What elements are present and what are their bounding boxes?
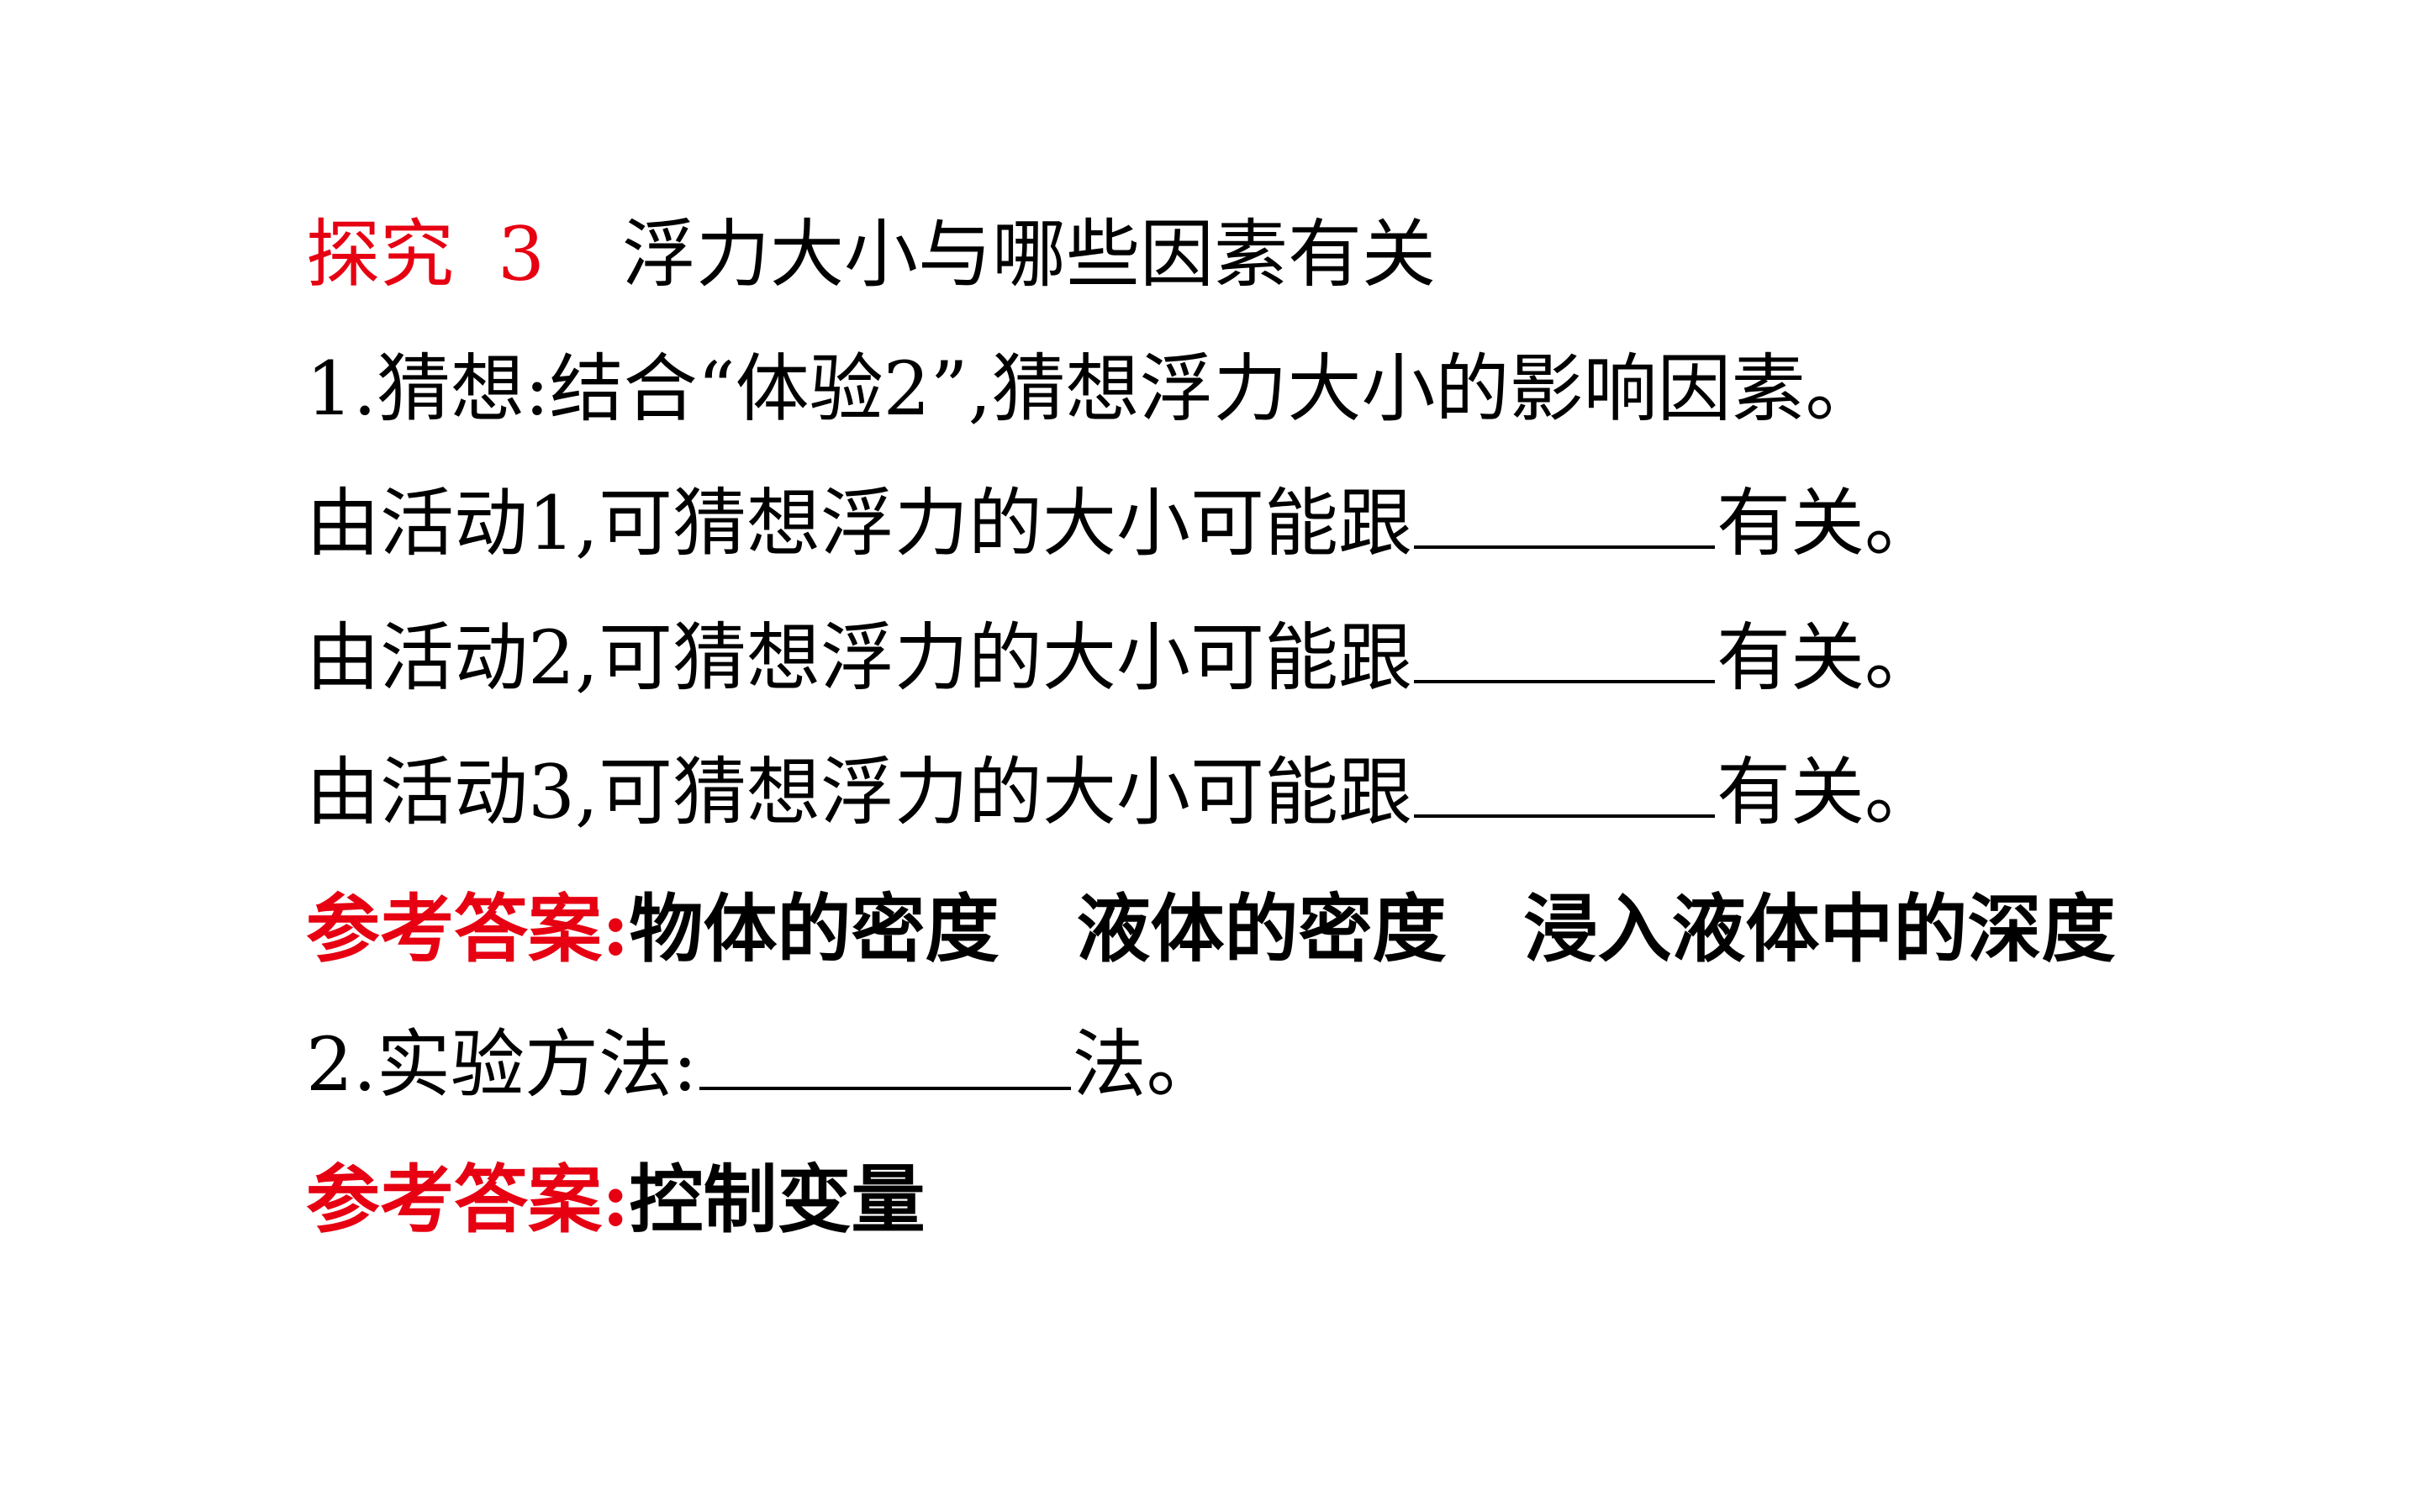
fill-blank-4[interactable] (699, 1020, 1071, 1090)
q2-answer-label: 参考答案: (306, 1156, 630, 1243)
q1-line-3-prefix: 由活动3,可猜想浮力的大小可能跟 (306, 749, 1412, 835)
heading-title: 浮力大小与哪些因素有关 (622, 211, 1437, 298)
fill-blank-1[interactable] (1413, 479, 1715, 549)
q2-line: 2.实验方法: 法。 (306, 1019, 1221, 1111)
q2-answer: 参考答案:控制变量 (306, 1153, 926, 1246)
q1-line-1-suffix: 有关。 (1716, 480, 1938, 566)
q1-intro-text: 1.猜想:结合“体验2”,猜想浮力大小的影响因素。 (306, 345, 1880, 432)
section-heading: 探究 3 浮力大小与哪些因素有关 (306, 208, 1436, 301)
q1-answer-3: 浸入液体中的深度 (1523, 885, 2116, 972)
q1-line-2-prefix: 由活动2,可猜想浮力的大小可能跟 (306, 614, 1412, 701)
fill-blank-2[interactable] (1413, 614, 1715, 683)
q1-answer-label: 参考答案: (306, 885, 630, 972)
q1-answer-1: 物体的密度 (629, 885, 1000, 972)
q2-answer-text: 控制变量 (629, 1156, 926, 1243)
q1-answer-2: 液体的密度 (1076, 885, 1447, 972)
q1-line-2-suffix: 有关。 (1716, 614, 1938, 701)
q1-answer: 参考答案:物体的密度液体的密度浸入液体中的深度 (306, 882, 2116, 975)
q1-line-1-prefix: 由活动1,可猜想浮力的大小可能跟 (306, 480, 1412, 566)
fill-blank-3[interactable] (1413, 748, 1715, 818)
q2-prefix: 2.实验方法: (306, 1021, 698, 1108)
q1-line-3: 由活动3,可猜想浮力的大小可能跟 有关。 (306, 746, 1938, 839)
q1-line-2: 由活动2,可猜想浮力的大小可能跟 有关。 (306, 612, 1938, 704)
heading-number: 3 (498, 211, 546, 298)
q1-line-3-suffix: 有关。 (1716, 749, 1938, 835)
q1-intro: 1.猜想:结合“体验2”,猜想浮力大小的影响因素。 (306, 343, 1880, 435)
heading-label: 探究 (306, 211, 455, 298)
q1-line-1: 由活动1,可猜想浮力的大小可能跟 有关。 (306, 477, 1938, 570)
q2-suffix: 法。 (1072, 1021, 1221, 1108)
